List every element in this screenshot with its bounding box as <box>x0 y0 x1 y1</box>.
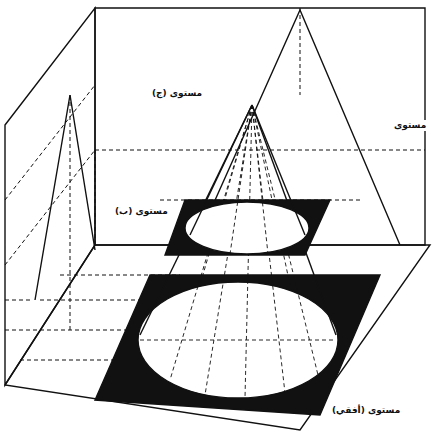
plane-label: مستوى (ب) <box>113 206 170 217</box>
plane-label: مستوى (أفقي) <box>330 405 402 416</box>
base-square <box>95 275 380 415</box>
side-view-triangle <box>35 95 95 300</box>
floor-plane <box>5 245 430 430</box>
plane-label: مستوى (ج) <box>150 88 204 99</box>
plane-label: مستوى <box>392 120 428 131</box>
section-square <box>165 200 330 255</box>
side-plane <box>5 8 95 385</box>
cone <box>140 105 336 398</box>
section-ellipse <box>185 202 309 254</box>
cone-base <box>138 282 338 398</box>
